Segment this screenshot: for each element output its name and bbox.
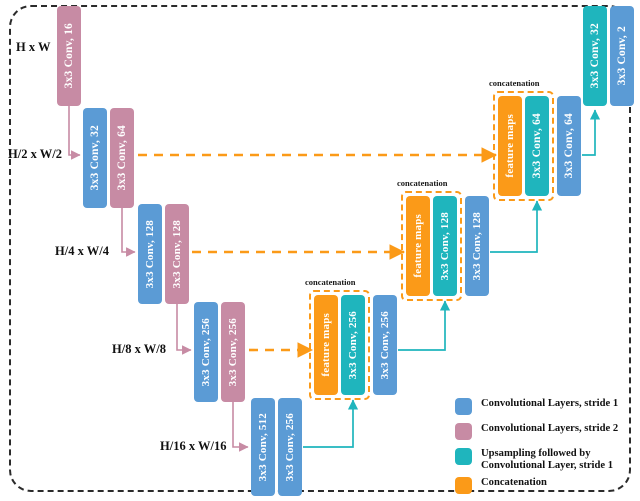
block-dec-up-conv-128[interactable]: 3x3 Conv, 128 xyxy=(433,196,457,296)
block-label: 3x3 Conv, 256 xyxy=(347,310,359,380)
block-enc-conv-64[interactable]: 3x3 Conv, 64 xyxy=(110,108,134,208)
block-enc-conv-256a[interactable]: 3x3 Conv, 256 xyxy=(194,302,218,402)
concat-label-128: concatenation xyxy=(397,178,448,188)
block-label: 3x3 Conv, 16 xyxy=(63,23,75,89)
block-enc-conv-16[interactable]: 3x3 Conv, 16 xyxy=(57,6,81,106)
resolution-label-h16-w16: H/16 x W/16 xyxy=(160,439,227,453)
block-label: 3x3 Conv, 64 xyxy=(116,125,128,191)
block-enc-conv-128a[interactable]: 3x3 Conv, 128 xyxy=(138,204,162,304)
block-label: 3x3 Conv, 256 xyxy=(200,317,212,387)
block-label: 3x3 Conv, 64 xyxy=(563,113,575,179)
concat-label-64: concatenation xyxy=(489,78,540,88)
legend-label: Upsampling followed by Convolutional Lay… xyxy=(481,448,614,471)
block-output-conv-2[interactable]: 3x3 Conv, 2 xyxy=(610,6,634,106)
legend-concatenation: Concatenation xyxy=(455,477,547,494)
block-label: 3x3 Conv, 32 xyxy=(589,23,601,89)
resolution-label-h4-w4: H/4 x W/4 xyxy=(55,244,109,258)
resolution-label-h8-w8: H/8 x W/8 xyxy=(112,342,166,356)
block-label: feature maps xyxy=(412,214,424,278)
block-dec-up-conv-256[interactable]: 3x3 Conv, 256 xyxy=(341,295,365,395)
legend-conv-stride2: Convolutional Layers, stride 2 xyxy=(455,423,618,440)
legend-swatch-orange-icon xyxy=(455,477,472,494)
block-label: 3x3 Conv, 32 xyxy=(89,125,101,191)
block-dec-conv-64[interactable]: 3x3 Conv, 64 xyxy=(557,96,581,196)
block-dec-conv-256[interactable]: 3x3 Conv, 256 xyxy=(373,295,397,395)
block-dec-up-conv-64[interactable]: 3x3 Conv, 64 xyxy=(525,96,549,196)
block-label: 3x3 Conv, 256 xyxy=(379,310,391,380)
block-label: 3x3 Conv, 128 xyxy=(439,211,451,281)
block-label: 3x3 Conv, 512 xyxy=(257,412,269,482)
block-label: 3x3 Conv, 2 xyxy=(616,26,628,86)
resolution-label-h2-w2: H/2 x W/2 xyxy=(8,147,62,161)
block-label: 3x3 Conv, 256 xyxy=(227,317,239,387)
concat-group-64 xyxy=(493,91,554,201)
concat-group-128 xyxy=(401,191,462,301)
legend-label: Concatenation xyxy=(481,477,547,488)
block-label: feature maps xyxy=(320,313,332,377)
legend-swatch-blue-icon xyxy=(455,398,472,415)
block-label: 3x3 Conv, 128 xyxy=(144,219,156,289)
block-enc-conv-256b[interactable]: 3x3 Conv, 256 xyxy=(221,302,245,402)
block-bottleneck-conv-256[interactable]: 3x3 Conv, 256 xyxy=(278,398,302,496)
legend-swatch-teal-icon xyxy=(455,448,472,465)
block-dec-up-conv-32[interactable]: 3x3 Conv, 32 xyxy=(583,6,607,106)
legend-conv-stride1: Convolutional Layers, stride 1 xyxy=(455,398,618,415)
block-label: 3x3 Conv, 128 xyxy=(471,211,483,281)
legend-label: Convolutional Layers, stride 1 xyxy=(481,398,619,409)
legend: Convolutional Layers, stride 1 Convoluti… xyxy=(455,398,630,494)
block-concat-feature-maps-128[interactable]: feature maps xyxy=(406,196,430,296)
legend-label: Convolutional Layers, stride 2 xyxy=(481,423,619,434)
legend-swatch-pink-icon xyxy=(455,423,472,440)
legend-upsample-conv: Upsampling followed by Convolutional Lay… xyxy=(455,448,613,471)
block-label: 3x3 Conv, 128 xyxy=(171,219,183,289)
block-enc-conv-128b[interactable]: 3x3 Conv, 128 xyxy=(165,204,189,304)
concat-group-256 xyxy=(309,290,370,400)
block-label: feature maps xyxy=(504,114,516,178)
block-label: 3x3 Conv, 64 xyxy=(531,113,543,179)
concat-label-256: concatenation xyxy=(305,277,356,287)
block-enc-conv-32[interactable]: 3x3 Conv, 32 xyxy=(83,108,107,208)
block-concat-feature-maps-256[interactable]: feature maps xyxy=(314,295,338,395)
block-bottleneck-conv-512[interactable]: 3x3 Conv, 512 xyxy=(251,398,275,496)
block-concat-feature-maps-64[interactable]: feature maps xyxy=(498,96,522,196)
resolution-label-h-w: H x W xyxy=(16,40,51,54)
diagram-border xyxy=(9,5,631,492)
block-dec-conv-128[interactable]: 3x3 Conv, 128 xyxy=(465,196,489,296)
block-label: 3x3 Conv, 256 xyxy=(284,412,296,482)
